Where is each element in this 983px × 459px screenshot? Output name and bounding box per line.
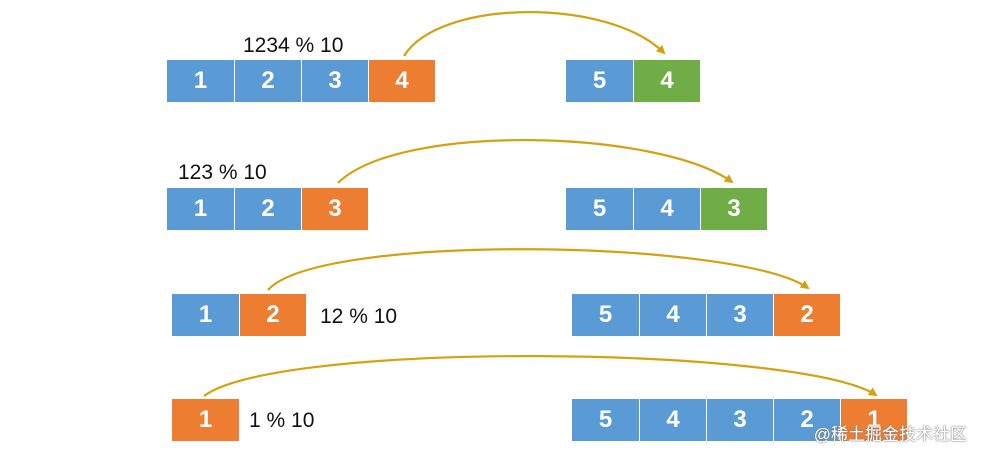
- step-1-result-number: 5 4: [566, 60, 700, 102]
- step-3-operation: 12 % 10: [320, 305, 398, 328]
- source-digit-box: 1: [167, 60, 234, 102]
- extracted-digit-box: 4: [368, 60, 435, 102]
- step-2-source-number: 1 2 3: [167, 188, 368, 230]
- arrow-step-1: [403, 11, 666, 57]
- step-2-operation: 123 % 10: [178, 161, 267, 184]
- result-digit-box: 5: [566, 60, 633, 102]
- result-digit-box: 3: [706, 399, 773, 441]
- appended-digit-box: 3: [700, 188, 767, 230]
- step-4-source-number: 1: [172, 399, 239, 441]
- step-4-result-number: 5 4 3 2 1: [572, 399, 907, 441]
- result-digit-box: 4: [633, 188, 700, 230]
- result-digit-box: 2: [773, 399, 840, 441]
- source-digit-box: 1: [167, 188, 234, 230]
- step-3-result-number: 5 4 3 2: [572, 294, 840, 336]
- result-digit-box: 4: [639, 294, 706, 336]
- appended-digit-box: 2: [773, 294, 840, 336]
- result-digit-box: 4: [639, 399, 706, 441]
- step-1-source-number: 1 2 3 4: [167, 60, 435, 102]
- step-2-result-number: 5 4 3: [566, 188, 767, 230]
- result-digit-box: 5: [572, 399, 639, 441]
- extracted-digit-box: 3: [301, 188, 368, 230]
- result-digit-box: 5: [572, 294, 639, 336]
- source-digit-box: 1: [172, 294, 239, 336]
- step-4-operation: 1 % 10: [249, 409, 315, 432]
- step-3-source-number: 1 2: [172, 294, 306, 336]
- source-digit-box: 3: [301, 60, 368, 102]
- extracted-digit-box: 2: [239, 294, 306, 336]
- arrow-step-2: [337, 138, 734, 184]
- appended-digit-box: 1: [840, 399, 907, 441]
- source-digit-box: 2: [234, 60, 301, 102]
- arrow-step-4: [203, 355, 878, 397]
- source-digit-box: 2: [234, 188, 301, 230]
- watermark: @稀土掘金技术社区: [813, 425, 967, 444]
- arrow-step-3: [267, 248, 810, 291]
- result-digit-box: 3: [706, 294, 773, 336]
- result-digit-box: 5: [566, 188, 633, 230]
- step-1-operation: 1234 % 10: [243, 34, 344, 57]
- appended-digit-box: 4: [633, 60, 700, 102]
- extracted-digit-box: 1: [172, 399, 239, 441]
